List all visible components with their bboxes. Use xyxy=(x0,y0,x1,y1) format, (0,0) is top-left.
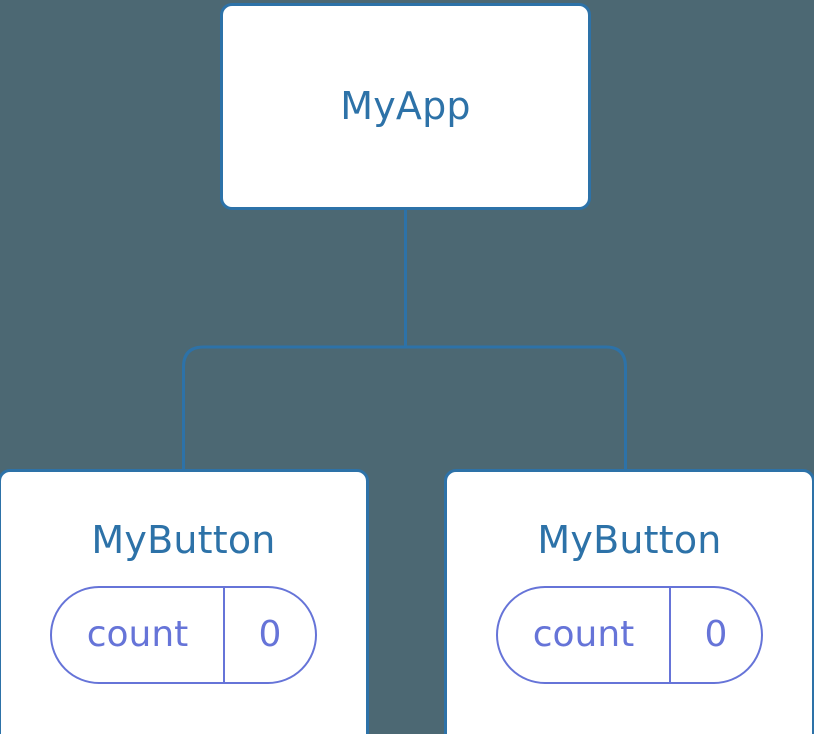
node-mybutton-1[interactable]: MyButton count 0 xyxy=(0,469,369,734)
state-key: count xyxy=(52,588,225,682)
state-pill-count[interactable]: count 0 xyxy=(50,586,317,684)
node-mybutton-2[interactable]: MyButton count 0 xyxy=(444,469,814,734)
connector-split-bracket xyxy=(182,345,627,470)
node-title: MyButton xyxy=(537,518,722,562)
node-title: MyButton xyxy=(91,518,276,562)
node-myapp[interactable]: MyApp xyxy=(220,3,591,210)
state-key: count xyxy=(498,588,671,682)
node-title: MyApp xyxy=(340,83,471,128)
state-pill-count[interactable]: count 0 xyxy=(496,586,763,684)
state-value: 0 xyxy=(258,614,282,655)
state-value: 0 xyxy=(704,614,728,655)
